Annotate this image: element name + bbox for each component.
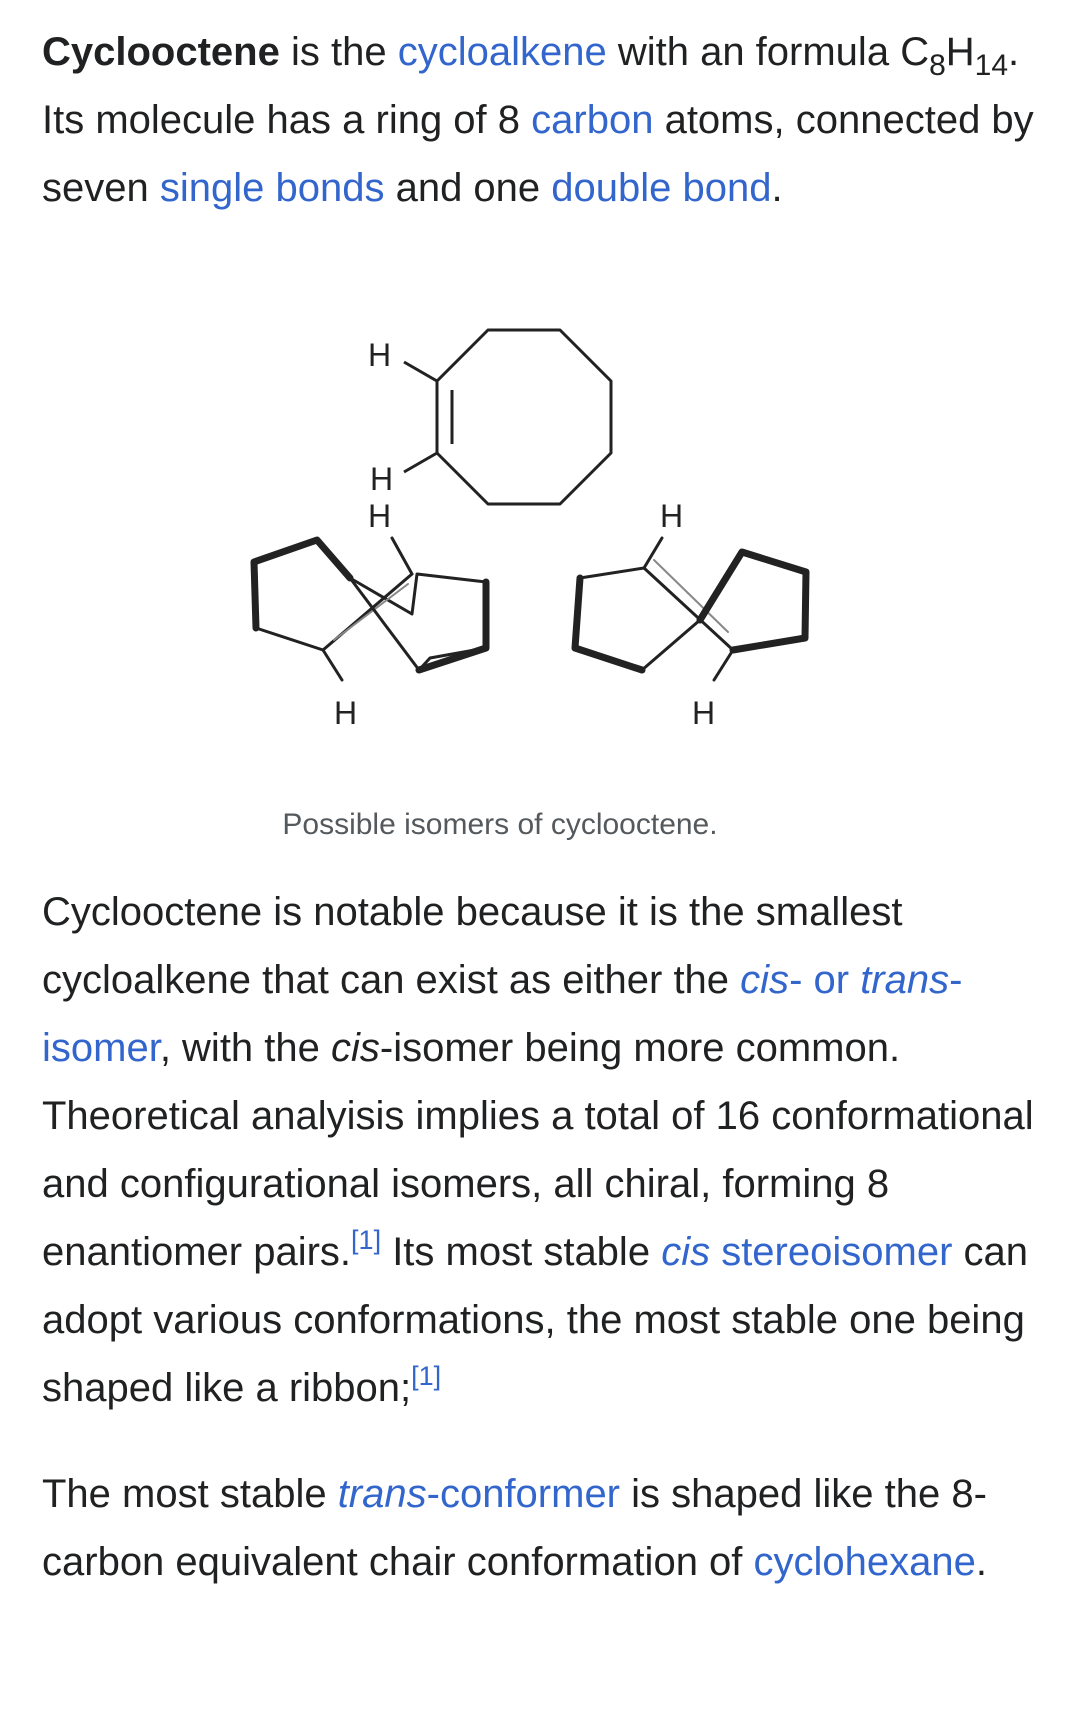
molecular-formula: C8H14 [900,30,1009,82]
cis-cyclooctene-molecule [403,328,613,506]
link-cis-trans-isomer[interactable]: cis- or trans-isomer [42,958,963,1070]
link-double-bond[interactable]: double bond [551,166,772,210]
trans-conformer-paragraph: The most stable trans-conformer is shape… [42,1472,988,1584]
link-single-bonds[interactable]: single bonds [159,166,385,210]
reference-1-link[interactable]: [1] [351,1225,382,1255]
article-subject: Cyclooctene [42,30,280,74]
cyclooctene-structure-diagram: H H H H H H [250,328,810,731]
link-carbon[interactable]: carbon [531,98,654,142]
trans-isomer-left [250,536,490,682]
atom-label-h: H [368,337,391,373]
link-trans-conformer[interactable]: trans-conformer [337,1472,621,1516]
intro-paragraph: Cyclooctene is the cycloalkene with an f… [42,30,1034,210]
link-cyclohexane[interactable]: cyclohexane [753,1540,976,1584]
atom-label-h: H [334,695,357,731]
atom-label-h: H [370,461,393,497]
link-cycloalkene[interactable]: cycloalkene [397,30,607,74]
link-cis-stereoisomer[interactable]: cis stereoisomer [661,1230,953,1274]
trans-isomer-right [571,536,810,682]
isomers-paragraph: Cyclooctene is notable because it is the… [42,890,1034,1410]
atom-label-h: H [660,498,683,534]
atom-label-h: H [692,695,715,731]
atom-label-h: H [368,498,391,534]
isomers-figure: H H H H H H [0,320,1080,860]
figure-caption: Possible isomers of cyclooctene. [282,808,718,841]
reference-1-link[interactable]: [1] [411,1361,442,1391]
